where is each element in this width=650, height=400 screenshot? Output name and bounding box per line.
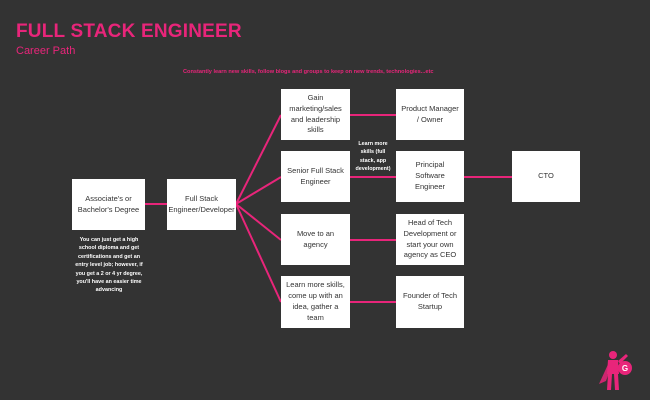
node-agency-label: Move to an agency	[296, 228, 335, 249]
node-fullstack: Full Stack Engineer/Developer	[167, 179, 236, 230]
connector-fullstack-agency	[235, 203, 282, 241]
page-title: FULL STACK ENGINEER	[16, 21, 242, 42]
node-product-manager: Product Manager / Owner	[396, 89, 464, 140]
node-degree: Associate's or Bachelor's Degree	[72, 179, 145, 230]
degree-note: You can just get a high school diploma a…	[75, 237, 143, 294]
node-product-manager-label: Product Manager / Owner	[401, 103, 459, 124]
node-learn-more-label: Learn more skills, come up with an idea,…	[286, 280, 345, 322]
connector-fullstack-senior	[235, 176, 282, 205]
node-fullstack-label: Full Stack Engineer/Developer	[168, 193, 235, 214]
node-senior: Senior Full Stack Engineer	[281, 151, 350, 202]
node-cto-label: CTO	[538, 171, 554, 181]
node-marketing-label: Gain marketing/sales and leadership skil…	[289, 92, 342, 135]
node-principal: Principal Software Engineer	[396, 151, 464, 202]
connector-fullstack-learnmore	[235, 203, 282, 303]
tagline: Constantly learn new skills, follow blog…	[183, 69, 434, 75]
node-marketing: Gain marketing/sales and leadership skil…	[281, 89, 350, 140]
connector-fullstack-marketing	[235, 114, 282, 205]
node-principal-label: Principal Software Engineer	[414, 160, 446, 191]
node-founder: Founder of Tech Startup	[396, 276, 464, 328]
skills-note: Learn more skills (full stack, app devel…	[355, 141, 391, 173]
node-agency: Move to an agency	[281, 214, 350, 265]
svg-text:G: G	[622, 364, 628, 373]
page-subtitle: Career Path	[16, 45, 76, 57]
node-cto: CTO	[512, 151, 580, 202]
node-founder-label: Founder of Tech Startup	[402, 291, 458, 311]
node-degree-label: Associate's or Bachelor's Degree	[77, 193, 140, 214]
node-head-tech: Head of Tech Development or start your o…	[396, 214, 464, 265]
node-head-tech-label: Head of Tech Development or start your o…	[403, 217, 457, 260]
node-senior-label: Senior Full Stack Engineer	[287, 165, 344, 186]
node-learn-more: Learn more skills, come up with an idea,…	[281, 276, 350, 328]
superhero-mascot-icon: G	[599, 351, 632, 390]
